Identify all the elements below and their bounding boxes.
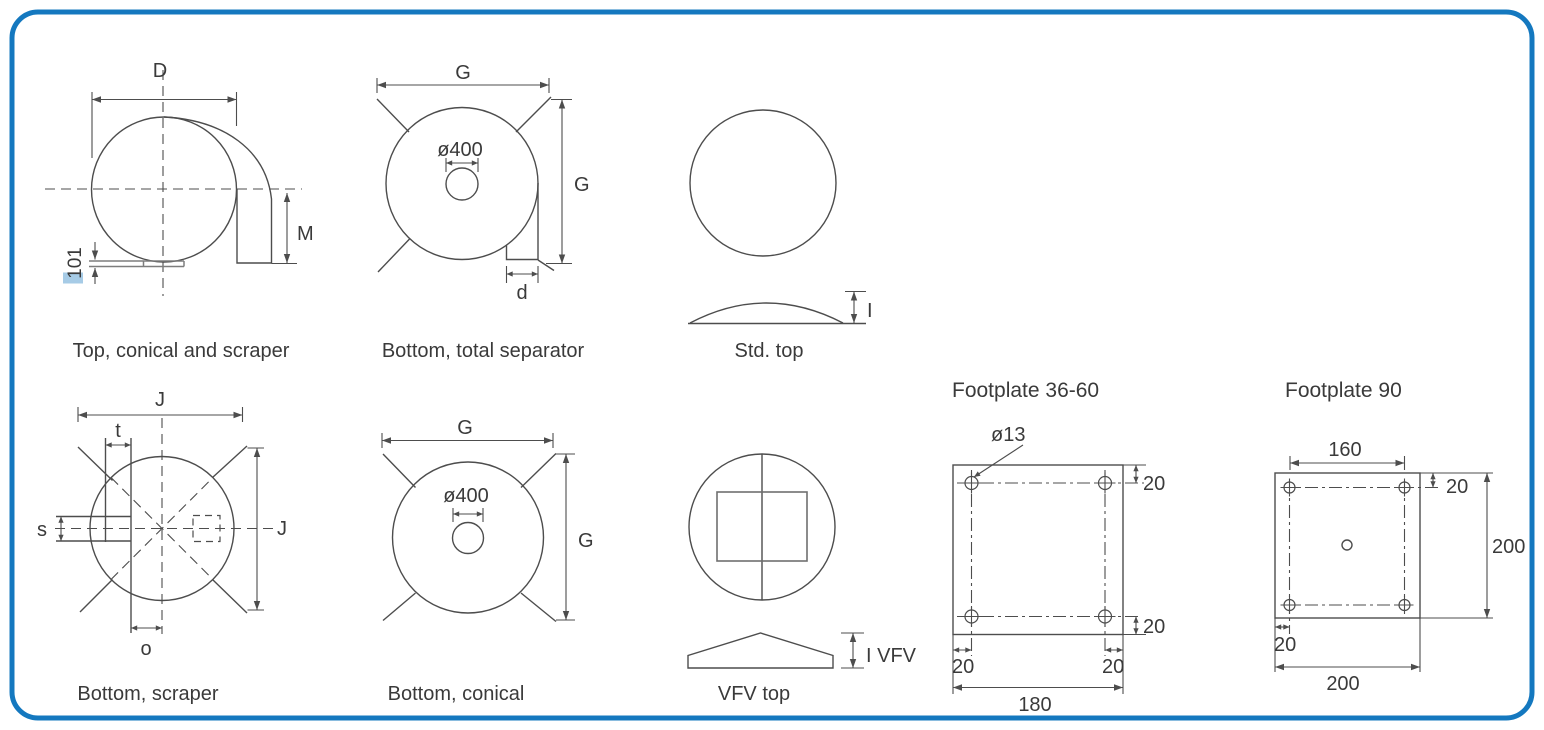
bolt-hole-top-left [1280,478,1299,497]
std-top-dome [689,302,844,324]
diagram-std-top: I Std. top [688,109,873,362]
dim-label-hole-diameter: ø13 [991,424,1025,446]
dim-label-left-offset: 20 [1274,634,1296,656]
bolt-hole-bottom-right [1395,596,1414,614]
outlet-tail [505,183,539,261]
leader-hole-diameter [973,444,1024,478]
caption-bottom-scraper: Bottom, scraper [77,683,219,705]
dim-label-width: 180 [1018,694,1051,716]
center-hole [1341,539,1353,551]
diagram-bottom-conical: G G ø400 Bottom, conical [381,417,594,705]
vfv-ridge-profile [687,632,834,669]
caption-std-top: Std. top [735,340,804,362]
dim-label-d: d [516,282,527,304]
dim-label-G-right: G [578,530,594,552]
dim-label-width: 200 [1326,673,1359,695]
dim-label-G-top: G [455,62,471,84]
diagram-footplate-90: Footplate 90 160 20 [1274,379,1525,695]
dim-label-hole-span: 160 [1328,439,1361,461]
dim-label-hole: ø400 [437,139,483,161]
title-footplate-90: Footplate 90 [1285,379,1402,402]
dim-label-M: M [297,223,314,245]
dim-label-I-VFV: I VFV [866,645,917,667]
bolt-hole-top-right [1094,472,1116,494]
dim-label-101: 101 [65,247,86,279]
diagram-top-conical-scraper: D M 101 Top, conical and scraper [45,60,314,362]
bolt-hole-bottom-right [1094,606,1116,627]
separator-body-circle [385,106,539,261]
dim-label-o: o [140,638,151,660]
bolt-hole-top-left [961,472,982,494]
diagram-vfv-top: I VFV VFV top [687,453,917,705]
dim-label-I: I [867,300,873,322]
std-top-plan-circle [689,109,837,257]
bolt-hole-top-right [1395,478,1414,497]
dim-label-D: D [153,60,167,82]
scraper-ghost-position [192,514,221,543]
dim-label-J-top: J [155,389,165,411]
title-footplate-36-60: Footplate 36-60 [952,379,1099,402]
dim-label-G-right: G [574,174,590,196]
dim-label-J-right: J [277,518,287,540]
dim-label-top-offset: 20 [1446,476,1468,498]
diagram-bottom-total-separator: G G ø400 d Bottom, total separator [376,62,590,362]
dim-label-right-offset: 20 [1102,656,1124,678]
dim-label-bottom-offset: 20 [1143,616,1165,638]
inlet-hole-circle [445,167,479,201]
caption-vfv-top: VFV top [718,683,790,705]
volute-outlet [163,116,273,264]
caption-top-conical-scraper: Top, conical and scraper [73,340,290,362]
diagram-footplate-36-60: Footplate 36-60 ø13 2 [952,379,1165,716]
dim-label-hole: ø400 [443,485,489,507]
dim-label-left-offset: 20 [952,656,974,678]
dim-label-t: t [115,420,121,442]
caption-bottom-total-separator: Bottom, total separator [382,340,585,362]
text-highlight [63,272,83,284]
sheet-border [9,9,1535,721]
dim-label-height: 200 [1492,536,1525,558]
vfv-hatch-rect [716,491,808,562]
diagram-bottom-scraper: J t s J o Bottom, scraper [37,389,287,705]
caption-bottom-conical: Bottom, conical [388,683,525,705]
bolt-hole-bottom-left [961,606,982,627]
dim-label-s: s [37,519,47,541]
conical-body-circle [391,461,545,614]
footplate-plate [952,464,1124,636]
dim-label-G-top: G [457,417,473,439]
dim-label-top-offset: 20 [1143,473,1165,495]
inlet-hole-circle [451,521,485,555]
bolt-hole-bottom-left [1280,596,1299,614]
footplate-plate [1274,472,1421,619]
